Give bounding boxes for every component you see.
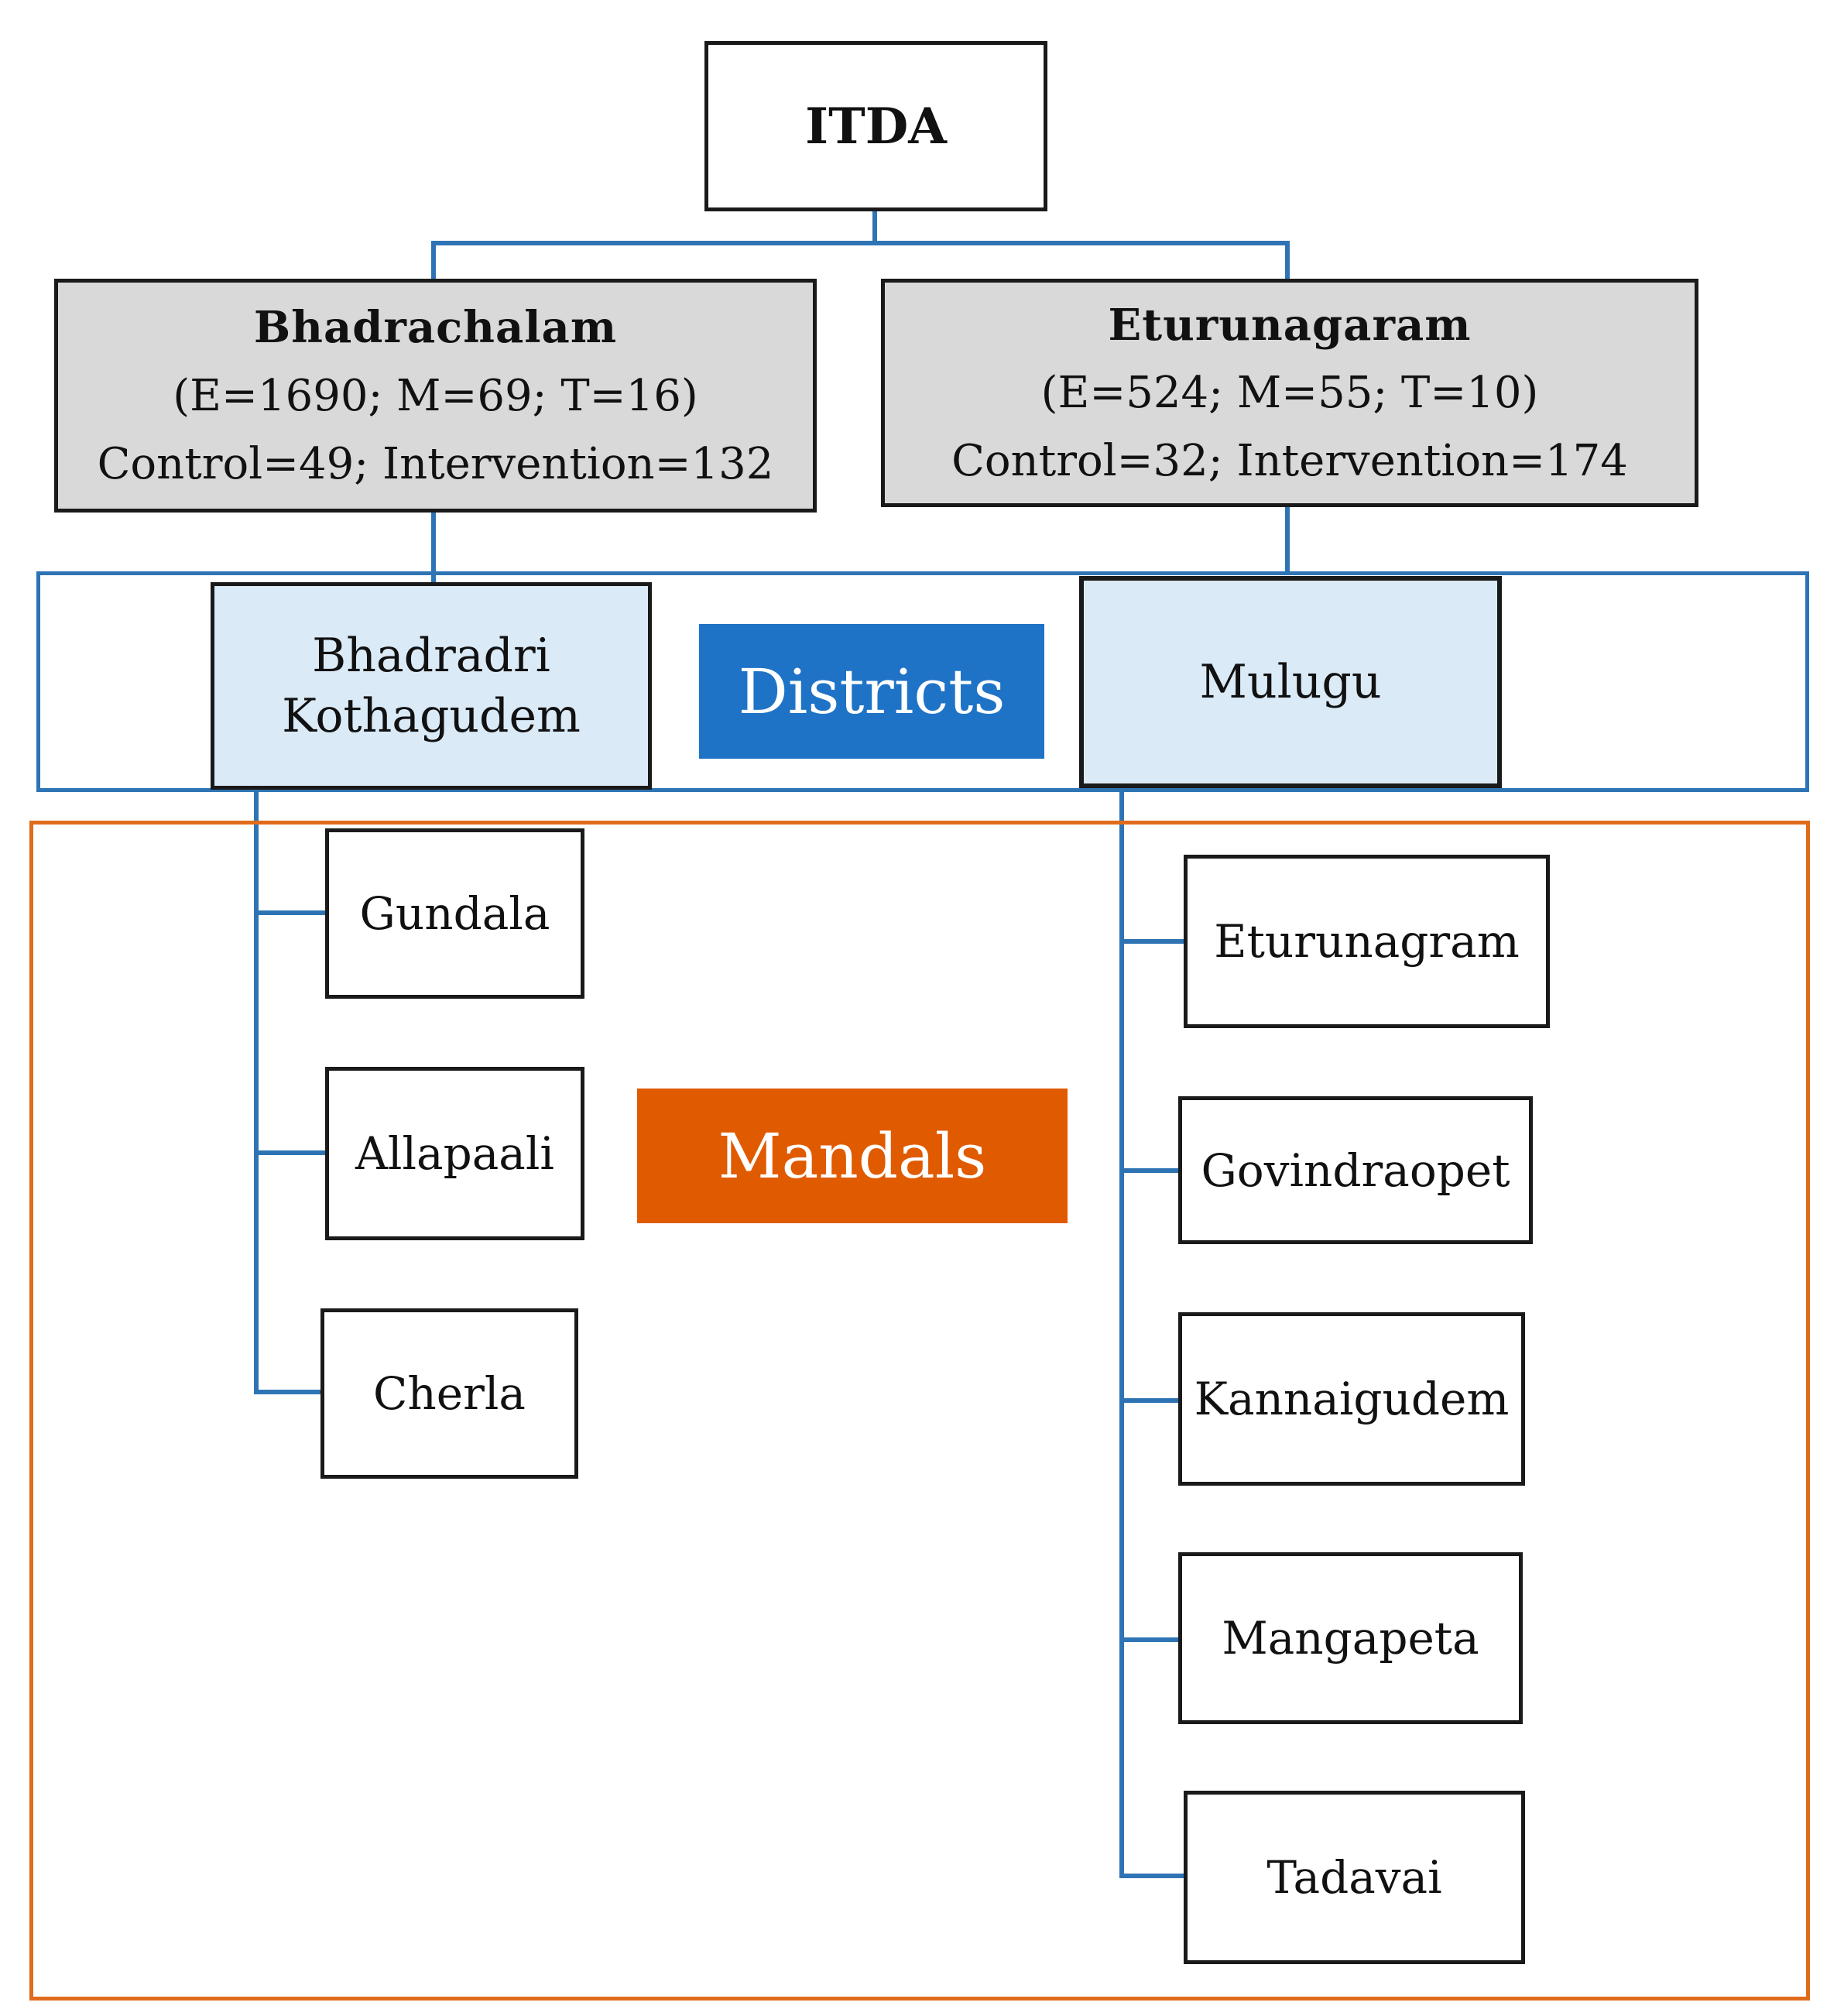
itda-stats: (E=524; M=55; T=10) <box>1040 367 1539 418</box>
mandal-eturunagram-box: Eturunagram <box>1184 855 1550 1028</box>
mandal-allapaali-box: Allapaali <box>325 1067 584 1240</box>
mandal-name: Eturunagram <box>1214 915 1520 968</box>
mandals-frame <box>29 821 1810 2001</box>
connector-left-mandal-branch-1 <box>254 910 328 915</box>
connector-right-mandal-branch-5 <box>1119 1874 1184 1878</box>
mandal-name: Cherla <box>373 1367 526 1420</box>
itda-name: Bhadrachalam <box>253 302 618 353</box>
itda-root-box: ITDA <box>704 41 1047 211</box>
connector-itda-horizontal <box>431 241 1287 245</box>
itda-groups: Control=32; Intervention=174 <box>951 435 1628 486</box>
connector-left-mandal-branch-2 <box>254 1150 328 1155</box>
district-mulugu-box: Mulugu <box>1079 576 1502 788</box>
connector-to-bhadrachalam <box>431 241 436 279</box>
mandal-name: Gundala <box>359 887 550 940</box>
districts-frame <box>36 571 1809 792</box>
district-name-line-2: Kothagudem <box>282 689 581 743</box>
connector-left-mandal-trunk <box>254 787 259 1394</box>
itda-eturunagaram-box: Eturunagaram (E=524; M=55; T=10) Control… <box>881 279 1698 507</box>
district-name-line-1: Bhadradri <box>312 629 550 683</box>
connector-bhadrachalam-to-district <box>431 511 436 585</box>
mandal-name: Allapaali <box>355 1127 554 1180</box>
mandals-label: Mandals <box>637 1089 1068 1223</box>
mandal-name: Tadavai <box>1266 1851 1442 1904</box>
mandal-govindraopet-box: Govindraopet <box>1178 1096 1533 1244</box>
connector-right-mandal-branch-3 <box>1119 1398 1180 1403</box>
connector-right-mandal-branch-2 <box>1119 1168 1180 1173</box>
mandal-cherla-box: Cherla <box>320 1308 578 1479</box>
itda-root-title: ITDA <box>805 97 947 156</box>
district-name-line-1: Mulugu <box>1199 655 1382 709</box>
connector-eturunagaram-to-district <box>1285 505 1290 571</box>
mandal-gundala-box: Gundala <box>325 828 584 999</box>
mandal-tadavai-box: Tadavai <box>1184 1791 1525 1964</box>
itda-bhadrachalam-box: Bhadrachalam (E=1690; M=69; T=16) Contro… <box>54 279 817 513</box>
connector-right-mandal-branch-1 <box>1119 939 1184 944</box>
itda-stats: (E=1690; M=69; T=16) <box>173 371 698 421</box>
itda-groups: Control=49; Intervention=132 <box>97 439 774 489</box>
mandal-mangapeta-box: Mangapeta <box>1178 1552 1523 1724</box>
mandal-kannaigudem-box: Kannaigudem <box>1178 1312 1525 1486</box>
districts-label: Districts <box>699 624 1044 759</box>
district-bhadradri-kothagudem-box: Bhadradri Kothagudem <box>211 582 652 790</box>
connector-itda-down <box>872 209 877 243</box>
mandal-name: Govindraopet <box>1201 1143 1510 1197</box>
connector-left-mandal-branch-3 <box>254 1390 324 1394</box>
connector-to-eturunagaram <box>1285 241 1290 279</box>
connector-right-mandal-trunk <box>1119 786 1124 1878</box>
itda-name: Eturunagaram <box>1108 299 1472 351</box>
mandal-name: Kannaigudem <box>1194 1373 1510 1425</box>
connector-right-mandal-branch-4 <box>1119 1637 1180 1642</box>
mandal-name: Mangapeta <box>1222 1612 1479 1665</box>
